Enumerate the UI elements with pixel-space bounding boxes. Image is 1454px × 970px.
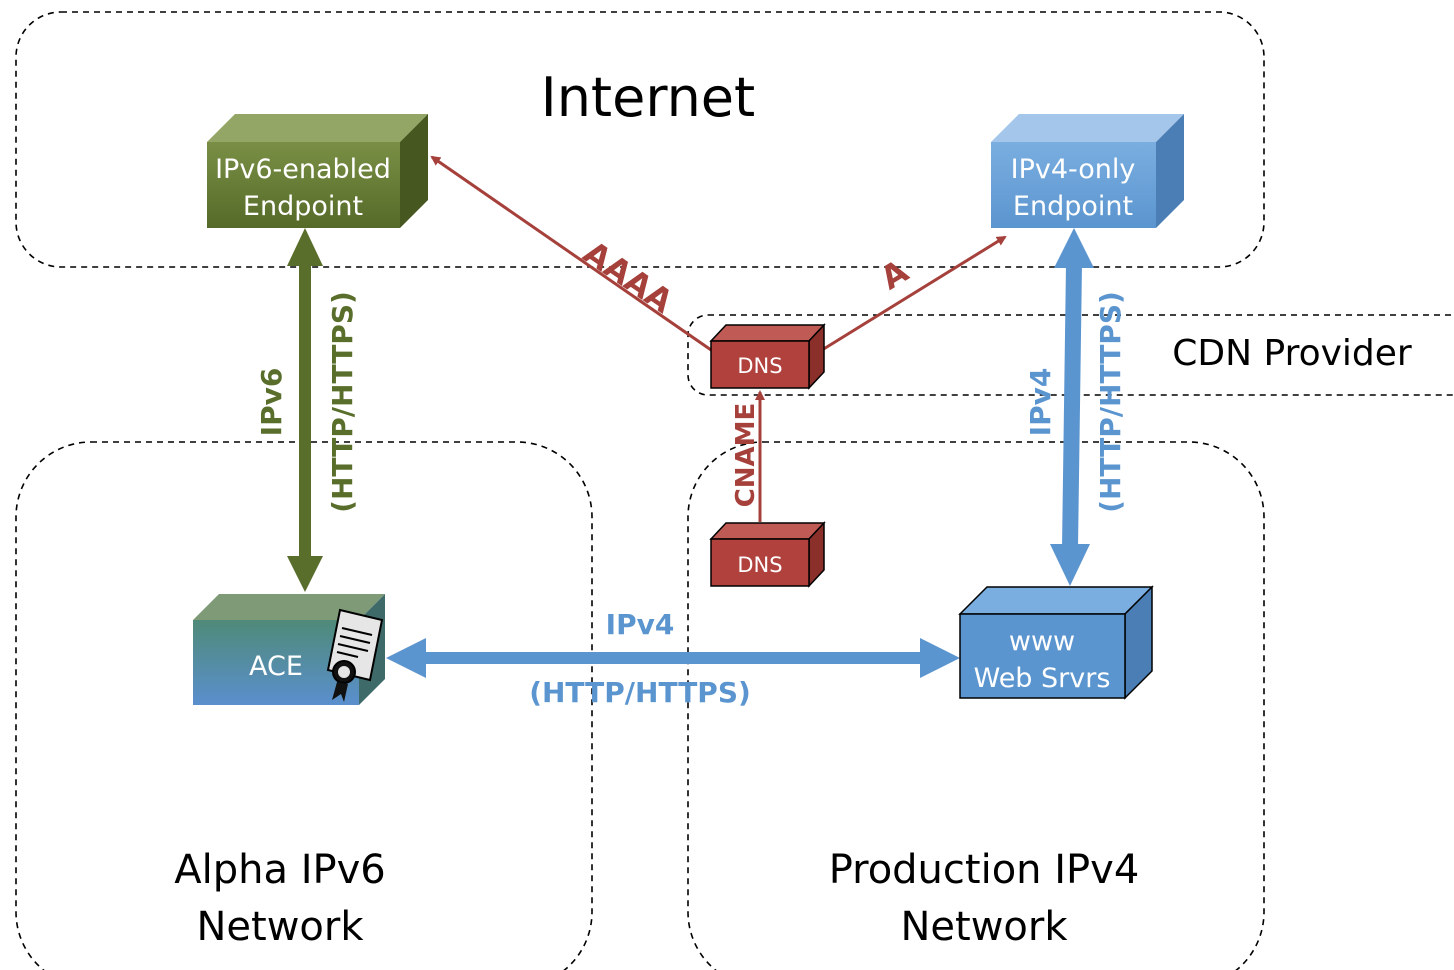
- ipv4-endpoint-label-line2: Endpoint: [1013, 191, 1133, 222]
- ipv6-protocol-label: IPv6: [255, 368, 288, 437]
- web-servers-node: www Web Srvrs: [958, 585, 1154, 700]
- ace-node: ACE: [193, 594, 385, 705]
- cname-record-label: CNAME: [731, 403, 761, 508]
- web-servers-label-line2: Web Srvrs: [974, 663, 1111, 694]
- cdn-provider-label: CDN Provider: [1172, 333, 1412, 374]
- ipv6-app-label: (HTTP/HTTPS): [326, 291, 359, 513]
- ace-label: ACE: [249, 651, 303, 682]
- ipv6-endpoint-label-line1: IPv6-enabled: [215, 154, 391, 185]
- dns-origin-node: DNS: [709, 521, 826, 588]
- ipv6-link-arrow: [287, 228, 323, 592]
- ipv4-horizontal-link-arrow: [386, 638, 960, 678]
- production-ipv4-region: [687, 441, 1265, 970]
- ipv4-endpoint-label-line1: IPv4-only: [1011, 154, 1136, 185]
- internet-region: [15, 11, 1265, 268]
- dns-origin-label: DNS: [737, 553, 782, 577]
- ipv4-vertical-link-arrow: [1050, 228, 1094, 586]
- ipv4-horizontal-protocol-label: IPv4: [606, 608, 675, 641]
- alpha-network-label-line2: Network: [196, 904, 364, 950]
- dns-cdn-label: DNS: [737, 354, 782, 378]
- production-network-label-line1: Production IPv4: [829, 847, 1140, 893]
- cdn-region: [687, 314, 1454, 396]
- a-arrow: [821, 235, 1007, 352]
- aaaa-arrow: [430, 155, 715, 354]
- ipv6-endpoint-node: IPv6-enabled Endpoint: [207, 114, 428, 228]
- aaaa-record-label: AAAA: [577, 233, 680, 321]
- alpha-network-label-line1: Alpha IPv6: [174, 847, 385, 893]
- ipv4-endpoint-node: IPv4-only Endpoint: [991, 114, 1184, 228]
- ipv6-endpoint-label-line2: Endpoint: [243, 191, 363, 222]
- ipv4-vertical-app-label: (HTTP/HTTPS): [1094, 291, 1127, 513]
- ipv4-horizontal-app-label: (HTTP/HTTPS): [529, 676, 751, 709]
- certificate-icon: [326, 608, 384, 702]
- internet-label: Internet: [541, 66, 755, 129]
- production-network-label-line2: Network: [900, 904, 1068, 950]
- web-servers-label-line1: www: [1009, 626, 1075, 657]
- dns-cdn-node: DNS: [709, 323, 826, 390]
- a-record-label: A: [874, 252, 915, 297]
- ipv4-vertical-protocol-label: IPv4: [1024, 368, 1057, 437]
